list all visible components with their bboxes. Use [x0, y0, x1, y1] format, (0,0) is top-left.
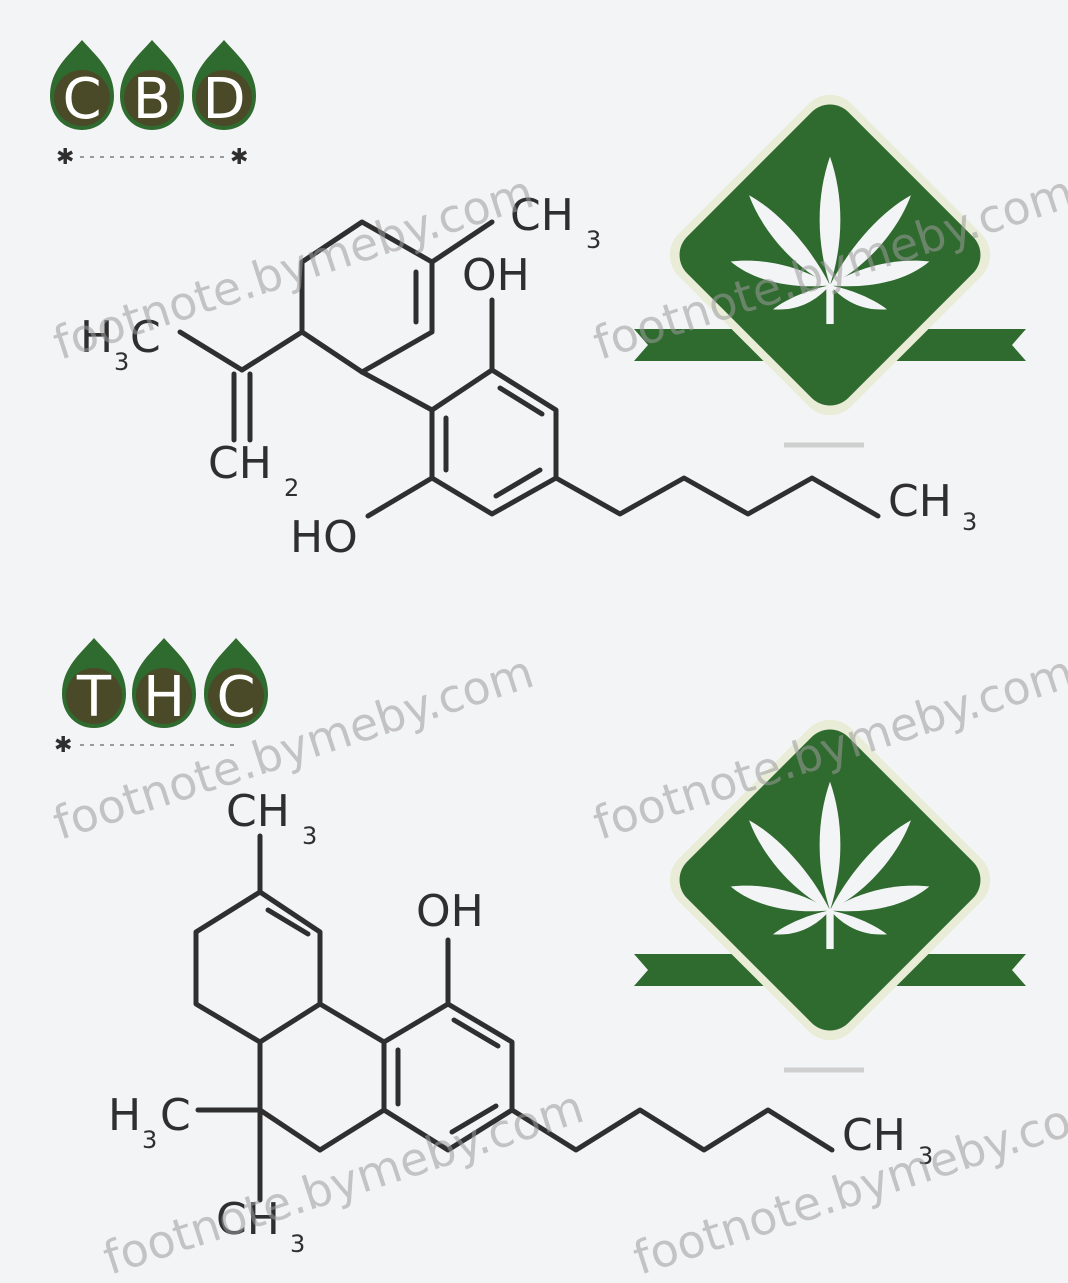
thc-chain-ch3-subscript: 3 [918, 1142, 933, 1170]
cbd-drop-d: D [192, 40, 256, 132]
cbd-ch2-subscript: 2 [284, 474, 299, 502]
cbd-oh-label: OH [462, 250, 530, 301]
thc-atom-labels: CH 3 OH H 3 C CH 3 CH 3 [108, 786, 933, 1258]
thc-bottom-ch3-subscript: 3 [290, 1230, 305, 1258]
thc-letter-t: T [76, 665, 112, 730]
thc-letter-h: H [143, 665, 185, 730]
thc-drop-h: H [132, 638, 196, 730]
thc-structure [193, 833, 835, 1203]
thc-oh-label: OH [416, 886, 484, 937]
thc-drop-t: T [62, 638, 126, 730]
star-icon: ✱ [230, 145, 248, 170]
thc-h3c-subscript: 3 [142, 1126, 157, 1154]
cbd-structure [177, 219, 881, 519]
cbd-badge [634, 94, 1026, 448]
thc-divider: ✱ [54, 733, 240, 758]
cbd-title: C B D ✱ ✱ [50, 40, 256, 170]
thc-h3c-h: H [108, 1090, 141, 1141]
thc-badge [634, 719, 1026, 1073]
cbd-h3c-h: H [80, 312, 113, 363]
cbd-h3c-subscript: 3 [114, 348, 129, 376]
cbd-letter-b: B [133, 67, 171, 132]
cbd-ch3-label: CH [510, 190, 574, 241]
thc-letter-c: C [216, 665, 255, 730]
cbd-ch2-label: CH [208, 438, 272, 489]
thc-drop-c: C [204, 638, 268, 730]
cbd-drop-b: B [120, 40, 184, 132]
star-icon: ✱ [56, 145, 74, 170]
cbd-divider: ✱ ✱ [56, 145, 248, 170]
thc-title: T H C ✱ [54, 638, 268, 758]
cbd-ch3-subscript: 3 [586, 226, 601, 254]
thc-top-ch3-subscript: 3 [302, 822, 317, 850]
cbd-h3c-c: C [130, 312, 161, 363]
thc-chain-ch3-label: CH [842, 1110, 906, 1161]
star-icon: ✱ [54, 733, 72, 758]
cbd-chain-ch3-subscript: 3 [962, 508, 977, 536]
cbd-chain-ch3-label: CH [888, 476, 952, 527]
cbd-drop-c: C [50, 40, 114, 132]
cbd-letter-d: D [202, 67, 245, 132]
thc-h3c-c: C [160, 1090, 191, 1141]
thc-bottom-ch3-label: CH [216, 1194, 280, 1245]
cbd-atom-labels: CH 3 OH H 3 C CH 2 HO CH 3 [80, 190, 977, 563]
cbd-ho-label: HO [290, 512, 358, 563]
cbd-letter-c: C [62, 67, 101, 132]
thc-top-ch3-label: CH [226, 786, 290, 837]
